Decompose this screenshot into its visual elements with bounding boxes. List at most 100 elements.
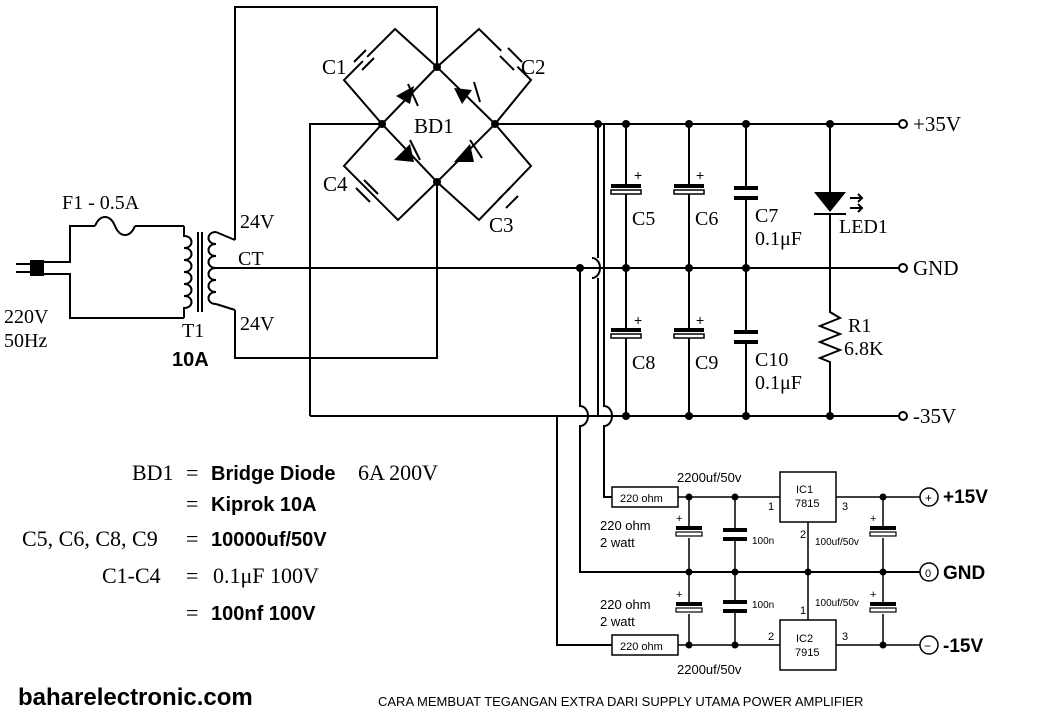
- diode-bottom-left: [394, 144, 414, 162]
- label-sec-top: 24V: [240, 211, 275, 233]
- wire-sec-top: [234, 6, 438, 240]
- plus-reg-c4: +: [870, 589, 876, 601]
- pin3-top: 3: [842, 501, 848, 513]
- bridge-rectifier: C1 C2 C4 C3 BD1: [322, 27, 546, 237]
- label-c6: C6: [695, 208, 718, 230]
- label-ic2-part: 7915: [795, 647, 819, 659]
- wire-sec-bottom: [234, 182, 438, 359]
- mains-input: F1 - 0.5A 220V 50Hz: [4, 192, 184, 352]
- legend-bd1-rating: 6A 200V: [358, 460, 438, 485]
- pin3-bot: 3: [842, 631, 848, 643]
- legend-c1-c4: C1-C4: [102, 563, 161, 588]
- label-c9: C9: [695, 352, 718, 374]
- terminal-zero-sign: 0: [925, 568, 931, 580]
- label-res-bot: 220 ohm: [620, 641, 663, 653]
- label-ic2: IC2: [796, 633, 813, 645]
- resistor-r1: [817, 214, 843, 416]
- plus-c9: +: [696, 312, 704, 328]
- pin2-top: 2: [800, 529, 806, 541]
- plus-c5: +: [634, 167, 642, 183]
- legend-bd1: BD1: [132, 460, 174, 485]
- label-gnd-main: GND: [913, 256, 959, 280]
- plus-reg-c1: +: [676, 513, 682, 525]
- plug-icon: [30, 260, 44, 276]
- capacitor-c2: [497, 47, 523, 71]
- label-t1-rating: 10A: [172, 349, 209, 371]
- label-c1: C1: [322, 55, 347, 79]
- legend-10000uf: 10000uf/50V: [211, 529, 327, 551]
- label-mains-v: 220V: [4, 306, 49, 328]
- plus-c6: +: [696, 167, 704, 183]
- label-plus-15v: +15V: [943, 487, 988, 508]
- label-minus-35v: -35V: [913, 404, 956, 428]
- label-sec-bottom: 24V: [240, 313, 275, 335]
- plus-c8: +: [634, 312, 642, 328]
- label-c10-value: 0.1μF: [755, 372, 802, 394]
- label-res-top: 220 ohm: [620, 493, 663, 505]
- site-name: baharelectronic.com: [18, 684, 253, 711]
- regulator-section: 220 ohm 220 ohm IC1 7815 IC2 7915 1 3 2 …: [556, 124, 988, 677]
- pin1-top: 1: [768, 501, 774, 513]
- label-c8: C8: [632, 352, 655, 374]
- label-2200uf-top: 2200uf/50v: [677, 470, 742, 485]
- label-gnd-out: GND: [943, 563, 985, 584]
- diagram-caption: CARA MEMBUAT TEGANGAN EXTRA DARI SUPPLY …: [378, 694, 863, 709]
- label-2200uf-bot: 2200uf/50v: [677, 662, 742, 677]
- legend-eq-1: =: [186, 460, 198, 485]
- legend-eq-3: =: [186, 526, 198, 551]
- label-t1: T1: [182, 320, 204, 342]
- legend-eq-2: =: [186, 491, 198, 516]
- legend-eq-4: =: [186, 563, 198, 588]
- legend-bridge-diode: Bridge Diode: [211, 463, 335, 485]
- component-legend: BD1 = Bridge Diode 6A 200V = Kiprok 10A …: [22, 460, 438, 625]
- ic1-7815: [779, 471, 837, 523]
- plus-reg-c2: +: [676, 589, 682, 601]
- label-c7: C7: [755, 205, 778, 227]
- label-bd1: BD1: [414, 114, 454, 138]
- capacitor-c4: [355, 179, 379, 209]
- label-ic1: IC1: [796, 484, 813, 496]
- terminal-gnd: [919, 562, 939, 582]
- terminal-minus-sign: −: [924, 639, 931, 653]
- label-c10: C10: [755, 349, 788, 371]
- label-led1: LED1: [839, 216, 888, 238]
- legend-0-1uf: 0.1μF 100V: [213, 563, 319, 588]
- filter-capacitors: + + + + C5 C6 C7 0.1μF C8 C9 C10 0.1μF: [576, 120, 834, 420]
- diode-top-right: [454, 88, 472, 104]
- label-res-note-bot-2: 2 watt: [600, 614, 635, 629]
- label-100n-top: 100n: [752, 536, 774, 547]
- pin1-bot: 1: [800, 605, 806, 617]
- label-c7-value: 0.1μF: [755, 228, 802, 250]
- pin2-bot: 2: [768, 631, 774, 643]
- label-c5: C5: [632, 208, 655, 230]
- label-100uf-top: 100uf/50v: [815, 537, 859, 548]
- legend-kiprok: Kiprok 10A: [211, 494, 317, 516]
- label-c3: C3: [489, 213, 514, 237]
- terminal-plus-sign: +: [925, 491, 932, 505]
- diode-bottom-right: [454, 144, 474, 162]
- label-ic1-part: 7815: [795, 498, 819, 510]
- transformer-t1: T1 10A 24V CT 24V: [172, 211, 275, 371]
- label-c4: C4: [323, 172, 348, 196]
- label-r1: R1: [848, 315, 871, 337]
- diode-top-left: [396, 86, 414, 104]
- capacitor-c3: [497, 187, 519, 209]
- label-c2: C2: [521, 55, 546, 79]
- label-minus-15v: -15V: [943, 636, 983, 657]
- plus-reg-c3: +: [870, 513, 876, 525]
- label-ct: CT: [238, 248, 264, 270]
- capacitor-c1: [353, 49, 377, 71]
- legend-eq-5: =: [186, 600, 198, 625]
- label-mains-hz: 50Hz: [4, 330, 47, 352]
- label-r1-value: 6.8K: [844, 338, 884, 360]
- terminal-plus-15v: [919, 487, 939, 507]
- led-icon: [814, 192, 846, 212]
- label-100uf-bot: 100uf/50v: [815, 598, 859, 609]
- label-res-note-top-2: 2 watt: [600, 535, 635, 550]
- label-fuse: F1 - 0.5A: [62, 192, 140, 214]
- fuse-symbol: [94, 216, 136, 236]
- terminal-minus-15v: [919, 635, 939, 655]
- legend-100nf: 100nf 100V: [211, 603, 316, 625]
- label-res-note-bot-1: 220 ohm: [600, 597, 651, 612]
- label-res-note-top-1: 220 ohm: [600, 518, 651, 533]
